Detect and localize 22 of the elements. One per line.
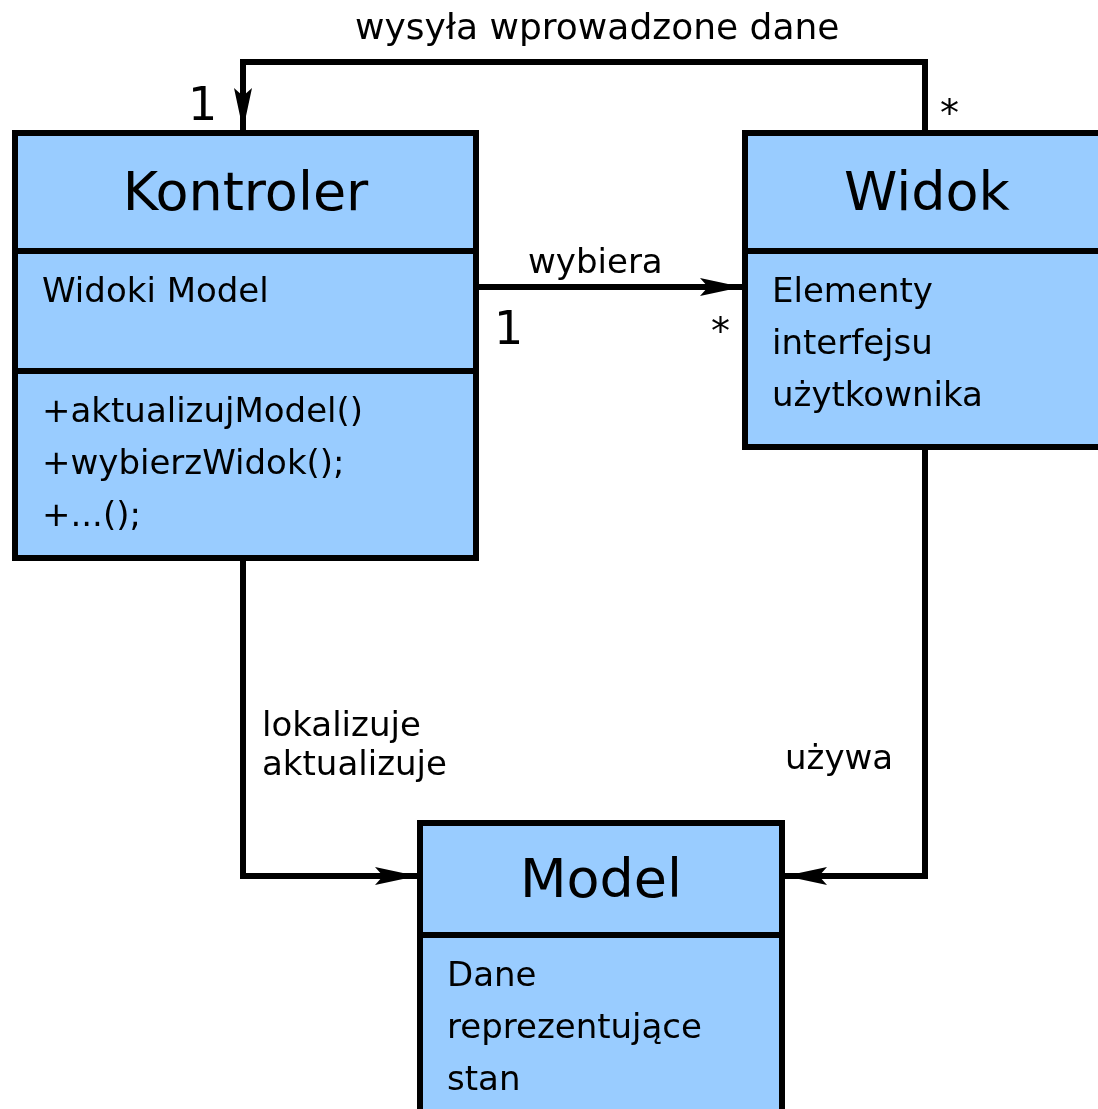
method-list: +aktualizujModel() +wybierzWidok(); +...(); <box>42 384 412 540</box>
edge-label: wysyła wprowadzone dane <box>355 6 840 48</box>
class-box <box>742 130 1098 450</box>
attribute-list: Widoki Model <box>42 264 269 316</box>
class-name: Kontroler <box>122 165 369 219</box>
edge-label: używa <box>785 738 894 778</box>
multiplicity-label: 1 <box>494 302 524 355</box>
class-name: Model <box>519 852 683 906</box>
attribute-list: Dane reprezentujące stan <box>447 948 747 1104</box>
attribute-list: Elementy interfejsu użytkownika <box>772 264 1072 420</box>
association-arrow <box>785 450 928 885</box>
class-box <box>12 130 479 561</box>
association-arrow <box>479 278 742 296</box>
edge-label: wybiera <box>528 242 663 282</box>
class-box <box>417 820 785 1109</box>
association-arrow <box>240 561 417 885</box>
multiplicity-label: * <box>711 310 730 354</box>
edge-label: lokalizuje aktualizuje <box>262 705 448 784</box>
class-name: Widok <box>844 165 1010 219</box>
multiplicity-label: * <box>940 92 959 136</box>
multiplicity-label: 1 <box>188 78 218 131</box>
association-arrow <box>234 59 928 130</box>
